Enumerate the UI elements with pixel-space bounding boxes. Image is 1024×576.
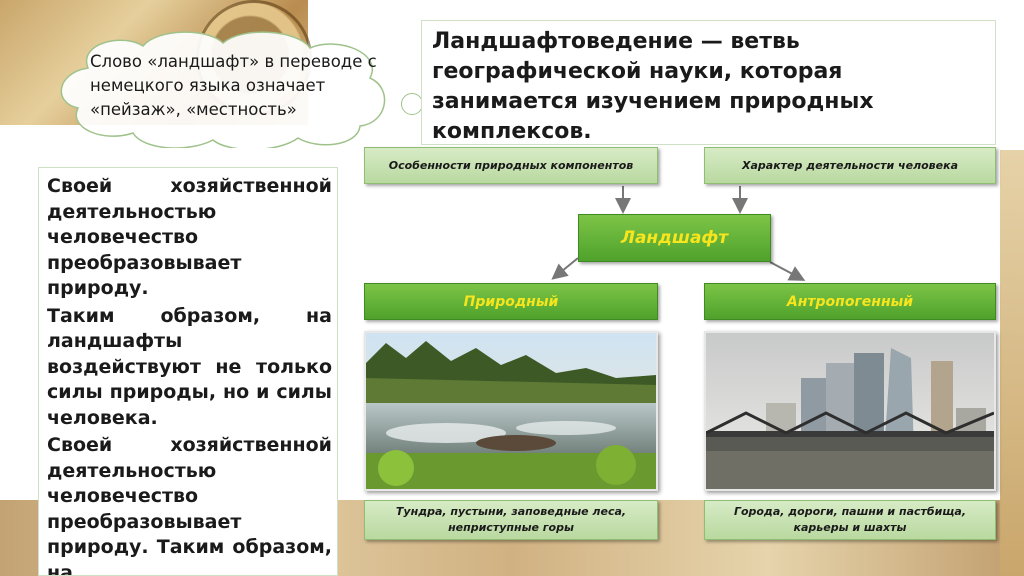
- left-paragraph-2: Таким образом, на ландшафты воздействуют…: [47, 304, 332, 429]
- left-text: Своей хозяйственной деятельностью челове…: [47, 174, 332, 576]
- box-anthropogenic-landscape: Антропогенный: [704, 283, 996, 320]
- photo-natural-river: [364, 331, 658, 491]
- cloud-shape-icon: [60, 31, 386, 148]
- definition-text: Ландшафтоведение — ветвь географической …: [432, 29, 874, 144]
- definition-box: Ландшафтоведение — ветвь географической …: [421, 20, 996, 145]
- cloud-text: Слово «ландшафт» в переводе с немецкого …: [90, 52, 377, 119]
- cloud-callout: Слово «ландшафт» в переводе с немецкого …: [48, 28, 398, 148]
- box-landscape: Ландшафт: [578, 214, 771, 262]
- box-natural-landscape: Природный: [364, 283, 658, 320]
- left-paragraph-1: Своей хозяйственной деятельностью челове…: [47, 175, 332, 299]
- left-paragraph-3: Своей хозяйственной деятельностью челове…: [47, 434, 332, 576]
- arrow-to-natural: [551, 257, 579, 280]
- left-text-box: Своей хозяйственной деятельностью челове…: [38, 167, 338, 576]
- photo-city-bridge: [704, 331, 996, 491]
- map-strip-right: [1000, 150, 1024, 576]
- box-anthropogenic-examples: Города, дороги, пашни и пастбища, карьер…: [704, 500, 996, 540]
- box-natural-components: Особенности природных компонентов: [364, 147, 658, 184]
- box-natural-examples: Тундра, пустыни, заповедные леса, неприс…: [364, 500, 658, 540]
- box-human-activity: Характер деятельности человека: [704, 147, 996, 184]
- arrow-to-anthropogenic: [769, 261, 806, 281]
